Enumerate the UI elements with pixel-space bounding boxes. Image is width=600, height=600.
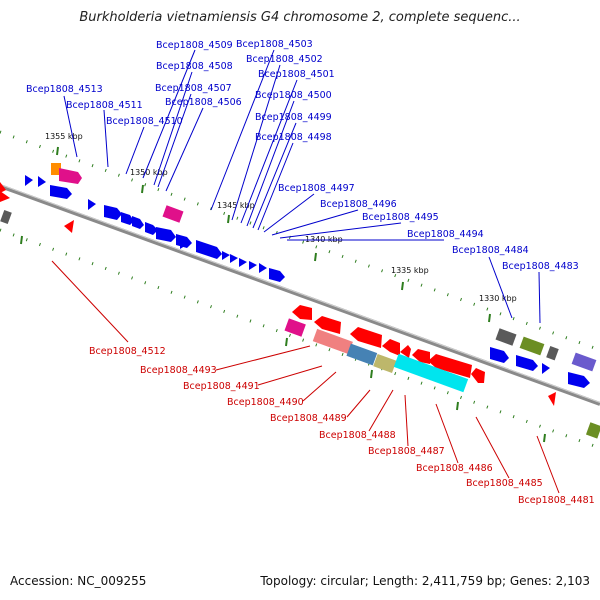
gene-feature [412, 349, 430, 364]
gene-label-top[interactable]: Bcep1808_4495 [362, 212, 439, 223]
genome-summary: Topology: circular; Length: 2,411,759 bp… [260, 574, 590, 588]
gene-feature [519, 336, 545, 356]
gene-feature [292, 305, 312, 320]
kbp-label-1345: 1345 kbp [217, 201, 255, 210]
gene-label-top[interactable]: Bcep1808_4506 [165, 97, 242, 108]
map-title: Burkholderia vietnamiensis G4 chromosome… [79, 10, 521, 25]
gene-feature [542, 363, 550, 374]
gene-label-top[interactable]: Bcep1808_4497 [278, 183, 355, 194]
gene-feature [51, 163, 61, 175]
gene-feature [312, 328, 353, 355]
kbp-label-1330: 1330 kbp [479, 294, 517, 303]
major-ticks [20, 146, 546, 443]
gene-feature [382, 339, 400, 356]
top-leader-lines [63, 49, 541, 324]
gene-feature [259, 263, 267, 273]
gene-feature [0, 182, 6, 193]
gene-label-bottom[interactable]: Bcep1808_4489 [270, 413, 347, 424]
gene-label-top[interactable]: Bcep1808_4496 [320, 199, 397, 210]
gene-feature [571, 352, 597, 372]
gene-feature [145, 222, 158, 235]
gene-label-top[interactable]: Bcep1808_4507 [155, 83, 232, 94]
chromosome-backbone [0, 184, 600, 406]
accession-label: Accession: NC_009255 [10, 574, 147, 588]
gene-feature [471, 368, 485, 383]
bottom-leader-lines [51, 260, 560, 494]
gene-label-top[interactable]: Bcep1808_4498 [255, 132, 332, 143]
gene-feature [132, 216, 144, 229]
gene-feature [239, 258, 247, 267]
gene-label-bottom[interactable]: Bcep1808_4490 [227, 397, 304, 408]
gene-feature [400, 345, 411, 358]
chromosome-backbone-highlight [0, 184, 600, 403]
gene-label-top[interactable]: Bcep1808_4502 [246, 54, 323, 65]
kbp-label-1335: 1335 kbp [391, 266, 429, 275]
gene-label-bottom[interactable]: Bcep1808_4481 [518, 495, 595, 506]
gene-feature [585, 422, 600, 439]
bottom-strand-features[interactable] [0, 182, 600, 439]
gene-feature [373, 353, 397, 373]
gene-feature [346, 343, 378, 366]
gene-feature [314, 316, 341, 334]
gene-label-bottom[interactable]: Bcep1808_4487 [368, 446, 445, 457]
gene-label-top[interactable]: Bcep1808_4508 [156, 61, 233, 72]
gene-label-top[interactable]: Bcep1808_4501 [258, 69, 335, 80]
gene-label-top[interactable]: Bcep1808_4500 [255, 90, 332, 101]
gene-feature [222, 251, 230, 260]
gene-label-bottom[interactable]: Bcep1808_4486 [416, 463, 493, 474]
gene-feature [104, 205, 122, 220]
gene-feature [50, 185, 72, 199]
gene-label-top[interactable]: Bcep1808_4484 [452, 245, 529, 256]
gene-label-top[interactable]: Bcep1808_4510 [106, 116, 183, 127]
gene-feature [38, 176, 46, 187]
gene-feature [546, 345, 559, 361]
gene-feature [64, 220, 74, 233]
gene-feature [490, 347, 509, 363]
gene-label-bottom[interactable]: Bcep1808_4485 [466, 478, 543, 489]
gene-label-top[interactable]: Bcep1808_4483 [502, 261, 579, 272]
gene-label-top[interactable]: Bcep1808_4509 [156, 40, 233, 51]
gene-feature [59, 168, 82, 184]
gene-feature [495, 328, 517, 346]
gene-label-top[interactable]: Bcep1808_4503 [236, 39, 313, 50]
gene-feature [121, 212, 134, 225]
gene-feature [249, 261, 257, 270]
gene-feature [230, 254, 238, 263]
gene-label-top[interactable]: Bcep1808_4511 [66, 100, 143, 111]
kbp-label-1350: 1350 kbp [130, 168, 168, 177]
gene-label-bottom[interactable]: Bcep1808_4512 [89, 346, 166, 357]
gene-feature [568, 372, 590, 388]
gene-feature [284, 318, 306, 337]
gene-feature [393, 353, 469, 393]
gene-feature [428, 354, 472, 378]
gene-feature [0, 209, 12, 225]
top-strand-features[interactable] [25, 163, 597, 388]
gene-feature [196, 240, 222, 259]
gene-label-bottom[interactable]: Bcep1808_4491 [183, 381, 260, 392]
gene-feature [269, 268, 285, 282]
gene-feature [548, 392, 556, 406]
gene-label-top[interactable]: Bcep1808_4513 [26, 84, 103, 95]
gene-feature [156, 227, 176, 242]
gene-feature [350, 327, 382, 348]
gene-label-bottom[interactable]: Bcep1808_4488 [319, 430, 396, 441]
gene-label-top[interactable]: Bcep1808_4499 [255, 112, 332, 123]
kbp-label-1355: 1355 kbp [45, 132, 83, 141]
gene-feature [180, 240, 188, 249]
gene-feature [162, 205, 184, 223]
gene-label-top[interactable]: Bcep1808_4494 [407, 229, 484, 240]
gene-feature [516, 355, 538, 371]
gene-feature [88, 199, 96, 210]
gene-feature [0, 191, 10, 202]
gene-label-bottom[interactable]: Bcep1808_4493 [140, 365, 217, 376]
gene-feature [25, 175, 33, 186]
